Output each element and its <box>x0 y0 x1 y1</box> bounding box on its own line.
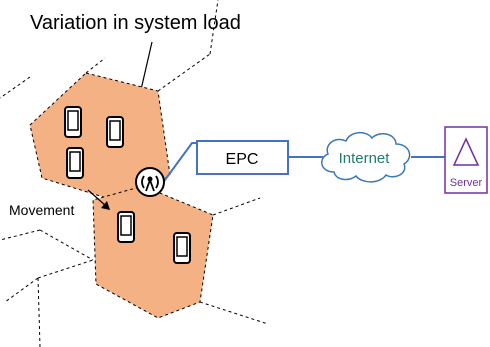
smartphone-icon <box>117 211 135 243</box>
epc-label: EPC <box>226 151 259 168</box>
antenna-icon <box>135 167 165 197</box>
smartphone-icon <box>173 232 191 264</box>
cell-lower <box>92 185 214 319</box>
smartphone-icon <box>106 116 124 148</box>
epc-box <box>196 140 289 175</box>
smartphone-icon <box>66 147 84 179</box>
triangle-icon <box>452 137 480 166</box>
server-label: Server <box>450 177 483 189</box>
cloud-icon <box>321 132 411 183</box>
diagram-title: Variation in system load <box>30 12 241 34</box>
movement-label: Movement <box>9 202 74 218</box>
smartphone-icon <box>64 106 82 138</box>
bs-epc-link <box>161 142 197 185</box>
hex-grid-lines <box>0 0 269 347</box>
internet-label: Internet <box>339 150 391 167</box>
movement-arrow <box>87 189 110 210</box>
